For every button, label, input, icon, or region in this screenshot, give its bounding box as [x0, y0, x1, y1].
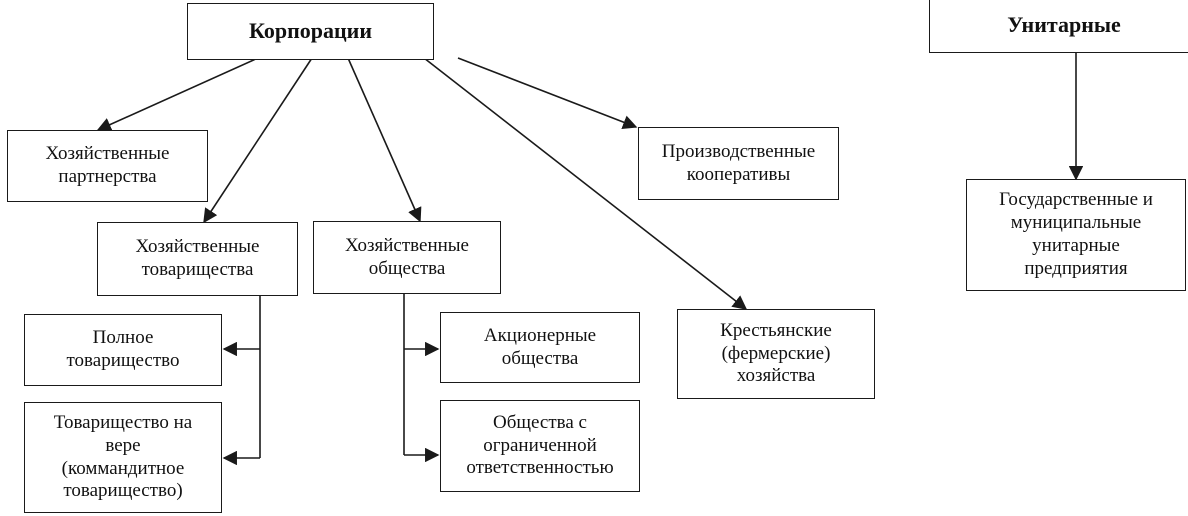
corporations-label: Корпорации	[248, 18, 373, 44]
arrow-to-peasant-farms	[423, 57, 748, 310]
arrow-to-cooperatives	[457, 57, 638, 130]
unitary-label: Унитарные	[1007, 12, 1121, 38]
limited-partnership-box: Товарищество на вере (коммандитное товар…	[24, 402, 222, 513]
peasant-farms-label: Крестьянские (фермерские) хозяйства	[720, 319, 832, 387]
state-municipal-enterprises-box: Государственные и муниципальные унитарны…	[966, 179, 1186, 291]
joint-stock-companies-box: Акционерные общества	[440, 312, 640, 383]
peasant-farms-box: Крестьянские (фермерские) хозяйства	[677, 309, 875, 399]
business-partnerships-box: Хозяйственные партнерства	[7, 130, 208, 202]
llc-label: Общества с ограниченной ответственностью	[466, 411, 614, 479]
business-associations-label: Хозяйственные товарищества	[135, 236, 260, 280]
unitary-box: Унитарные	[929, 0, 1188, 53]
arrow-to-companies	[347, 57, 422, 223]
business-associations-box: Хозяйственные товарищества	[97, 222, 298, 296]
production-cooperatives-box: Производственные кооперативы	[638, 127, 839, 200]
business-partnerships-label: Хозяйственные партнерства	[45, 143, 170, 187]
full-partnership-box: Полное товарищество	[24, 314, 222, 386]
business-companies-box: Хозяйственные общества	[313, 221, 501, 294]
arrow-to-partnerships	[96, 57, 259, 132]
full-partnership-label: Полное товарищество	[66, 327, 180, 371]
llc-box: Общества с ограниченной ответственностью	[440, 400, 640, 492]
corporations-box: Корпорации	[187, 3, 434, 60]
business-companies-label: Хозяйственные общества	[344, 234, 469, 279]
joint-stock-companies-label: Акционерные общества	[483, 324, 597, 369]
state-municipal-enterprises-label: Государственные и муниципальные унитарны…	[999, 189, 1153, 279]
production-cooperatives-label: Производственные кооперативы	[661, 140, 816, 185]
limited-partnership-label: Товарищество на вере (коммандитное товар…	[53, 411, 193, 502]
arrow-to-associations	[203, 57, 313, 224]
